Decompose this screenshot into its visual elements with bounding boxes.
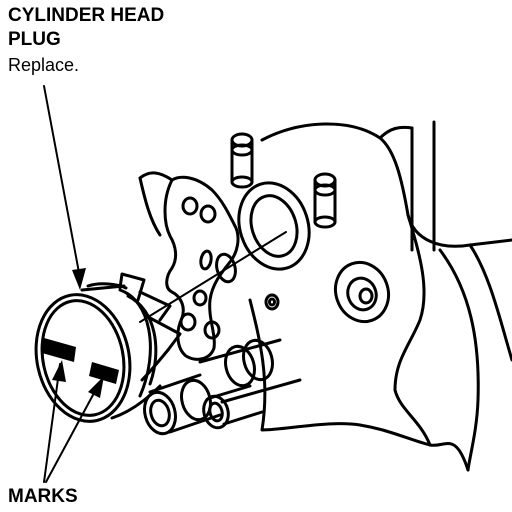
callout-part-name-line2: PLUG (8, 29, 61, 50)
callout-part-name-line1: CYLINDER HEAD (8, 5, 165, 26)
cylinder-head-housing (138, 120, 512, 472)
coolant-pipes (143, 338, 302, 436)
plug-marks (42, 338, 119, 384)
marks-leader-lines (43, 363, 101, 483)
cylinder-head-plug (34, 272, 182, 423)
gasket-bracket (163, 175, 240, 361)
callout-instruction: Replace. (8, 55, 80, 75)
plug-leader-line (43, 85, 287, 323)
mark-right-arrowhead (88, 376, 104, 398)
plug-arrowhead (72, 268, 86, 290)
mark-left-arrowhead (52, 360, 66, 382)
callout-marks: MARKS (8, 486, 78, 507)
